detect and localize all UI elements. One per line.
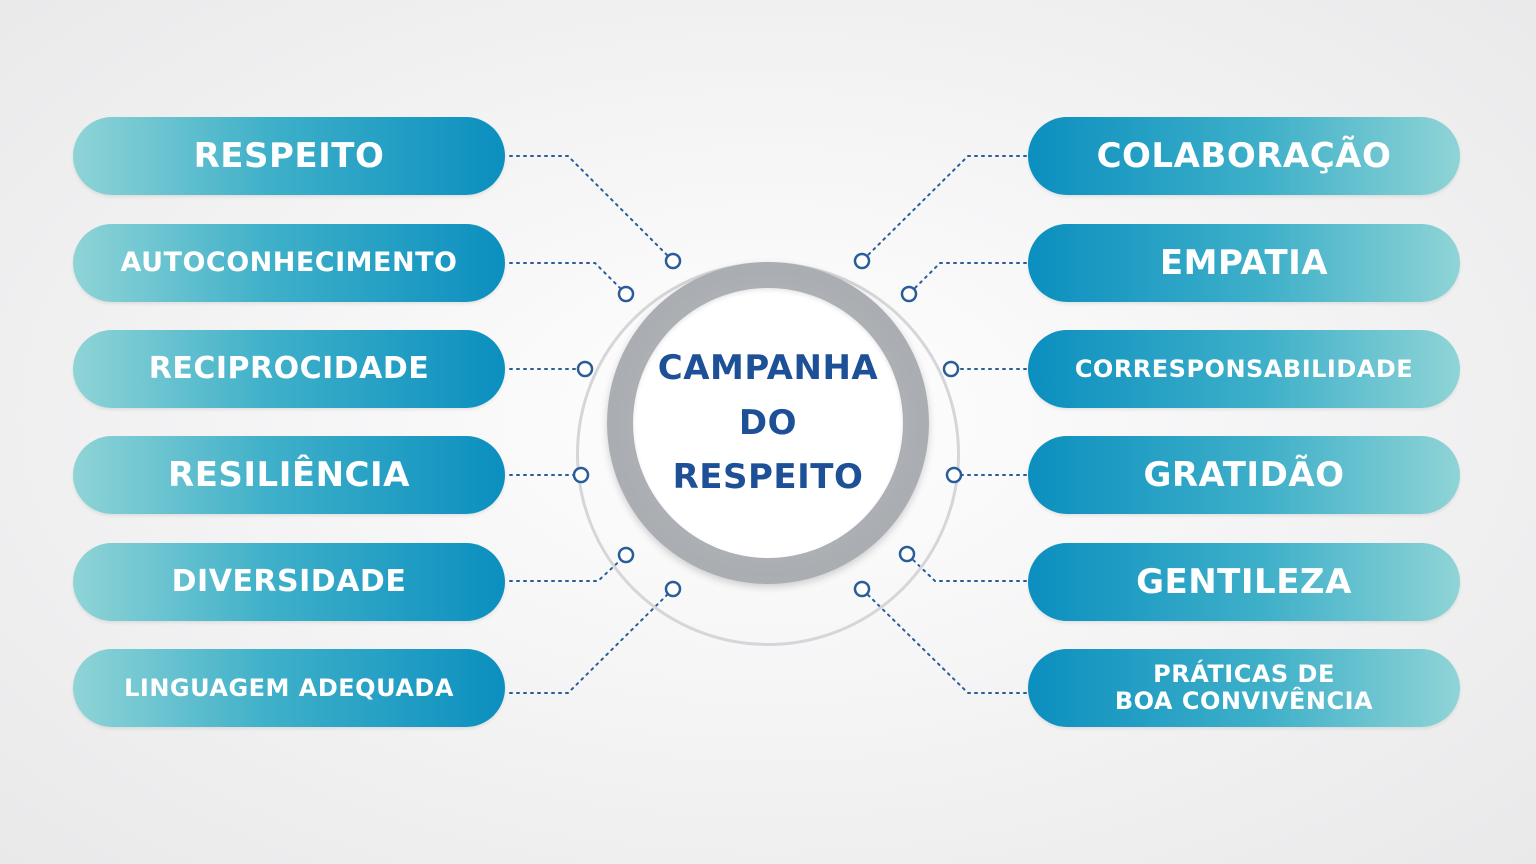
center-title: CAMPANHA DO RESPEITO	[657, 348, 879, 498]
node-autoconhecimento	[617, 285, 635, 303]
node-corresponsabilidade	[942, 360, 960, 378]
pill-autoconhecimento: AUTOCONHECIMENTO	[73, 224, 505, 302]
node-colaboracao	[853, 252, 871, 270]
pill-diversidade: DIVERSIDADE	[73, 543, 505, 621]
pill-gentileza: GENTILEZA	[1028, 543, 1460, 621]
pill-label: EMPATIA	[1159, 242, 1329, 283]
node-praticas	[853, 580, 871, 598]
pill-label: GENTILEZA	[1136, 561, 1352, 602]
pill-corresponsabilidade: CORRESPONSABILIDADE	[1028, 330, 1460, 408]
pill-linguagem-adequada: LINGUAGEM ADEQUADA	[73, 649, 505, 727]
pill-label: RECIPROCIDADE	[148, 351, 430, 387]
connector-gentileza	[906, 553, 1027, 582]
pill-label: RESILIÊNCIA	[168, 454, 410, 495]
pill-empatia: EMPATIA	[1028, 224, 1460, 302]
connector-empatia	[908, 262, 1027, 295]
node-gentileza	[898, 545, 916, 563]
pill-label: CORRESPONSABILIDADE	[1074, 354, 1414, 383]
pill-gratidao: GRATIDÃO	[1028, 436, 1460, 514]
pill-colaboracao: COLABORAÇÃO	[1028, 117, 1460, 195]
node-resiliencia	[572, 466, 590, 484]
pill-label: COLABORAÇÃO	[1096, 135, 1392, 176]
pill-label: RESPEITO	[193, 135, 385, 176]
pill-praticas-boa-convivencia: PRÁTICAS DE BOA CONVIVÊNCIA	[1028, 649, 1460, 727]
pill-label: LINGUAGEM ADEQUADA	[124, 673, 454, 702]
pill-label: DIVERSIDADE	[171, 564, 407, 600]
connector-praticas	[861, 588, 1027, 694]
connector-linguagem	[509, 588, 674, 694]
pill-respeito: RESPEITO	[73, 117, 505, 195]
pill-resiliencia: RESILIÊNCIA	[73, 436, 505, 514]
node-reciprocidade	[576, 360, 594, 378]
node-diversidade	[617, 546, 635, 564]
pill-label: AUTOCONHECIMENTO	[120, 246, 458, 278]
connector-colaboracao	[861, 155, 1027, 262]
node-empatia	[900, 285, 918, 303]
node-gratidao	[945, 466, 963, 484]
pill-reciprocidade: RECIPROCIDADE	[73, 330, 505, 408]
center-circle: CAMPANHA DO RESPEITO	[633, 288, 903, 558]
node-linguagem	[664, 580, 682, 598]
pill-label: GRATIDÃO	[1143, 454, 1345, 495]
node-respeito	[664, 252, 682, 270]
connector-respeito	[509, 155, 674, 262]
connector-autoconhecimento	[509, 262, 627, 295]
pill-label: PRÁTICAS DE BOA CONVIVÊNCIA	[1114, 660, 1374, 715]
